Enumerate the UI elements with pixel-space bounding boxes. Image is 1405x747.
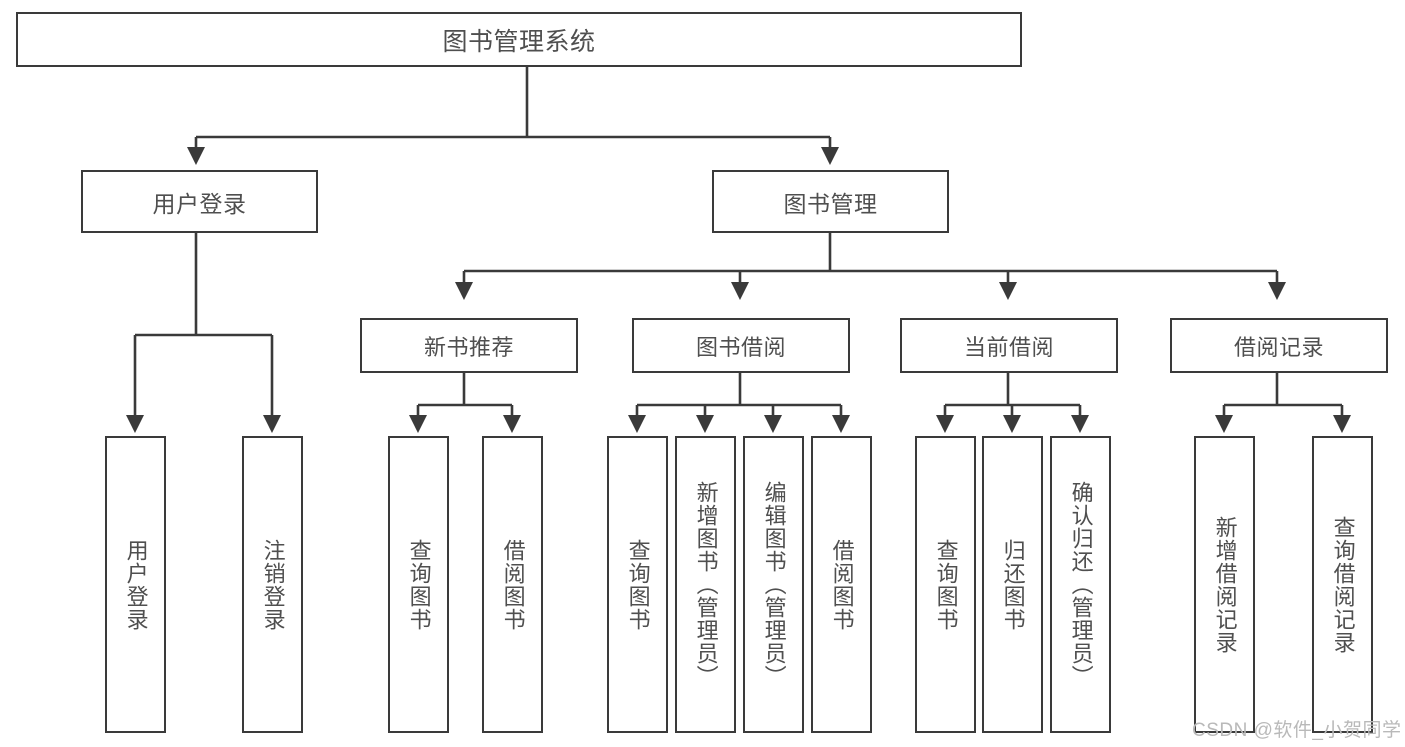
node-label: 图书管理系统 xyxy=(442,27,596,56)
leaf-label: 借阅图书 xyxy=(829,538,855,631)
leaf-current-confirm-return-admin[interactable]: 确认归还（管理员） xyxy=(1050,436,1111,733)
leaf-borrow-edit-book-admin[interactable]: 编辑图书（管理员） xyxy=(743,436,804,733)
node-borrow-record[interactable]: 借阅记录 xyxy=(1170,318,1388,373)
node-label: 图书管理 xyxy=(783,190,878,217)
leaf-record-query-record[interactable]: 查询借阅记录 xyxy=(1312,436,1373,733)
leaf-label: 借阅图书 xyxy=(500,538,526,631)
leaf-recommend-borrow-book[interactable]: 借阅图书 xyxy=(482,436,543,733)
leaf-user-login-logout[interactable]: 注销登录 xyxy=(242,436,303,733)
node-current-borrow[interactable]: 当前借阅 xyxy=(900,318,1118,373)
node-label: 用户登录 xyxy=(152,190,247,217)
node-label: 借阅记录 xyxy=(1233,334,1324,360)
node-book-borrow[interactable]: 图书借阅 xyxy=(632,318,850,373)
leaf-label: 用户登录 xyxy=(123,538,149,631)
node-label: 图书借阅 xyxy=(695,334,786,360)
leaf-borrow-query-book[interactable]: 查询图书 xyxy=(607,436,668,733)
leaf-record-add-record[interactable]: 新增借阅记录 xyxy=(1194,436,1255,733)
node-book-management[interactable]: 图书管理 xyxy=(712,170,949,233)
leaf-user-login-login[interactable]: 用户登录 xyxy=(105,436,166,733)
node-root-system[interactable]: 图书管理系统 xyxy=(16,12,1022,67)
leaf-label: 查询借阅记录 xyxy=(1330,515,1356,654)
leaf-label: 查询图书 xyxy=(933,538,959,631)
leaf-current-query-book[interactable]: 查询图书 xyxy=(915,436,976,733)
node-new-book-recommend[interactable]: 新书推荐 xyxy=(360,318,578,373)
watermark-text: CSDN @软件_小贺同学 xyxy=(1192,720,1402,741)
leaf-label: 查询图书 xyxy=(406,538,432,631)
node-label: 当前借阅 xyxy=(963,334,1054,360)
leaf-current-return-book[interactable]: 归还图书 xyxy=(982,436,1043,733)
leaf-label: 查询图书 xyxy=(625,538,651,631)
leaf-borrow-borrow-book[interactable]: 借阅图书 xyxy=(811,436,872,733)
leaf-label: 确认归还（管理员） xyxy=(1068,481,1094,688)
node-user-login[interactable]: 用户登录 xyxy=(81,170,318,233)
leaf-recommend-query-book[interactable]: 查询图书 xyxy=(388,436,449,733)
leaf-label: 新增图书（管理员） xyxy=(693,481,719,688)
leaf-label: 编辑图书（管理员） xyxy=(761,481,787,688)
leaf-label: 注销登录 xyxy=(260,538,286,631)
leaf-label: 归还图书 xyxy=(1000,538,1026,631)
node-label: 新书推荐 xyxy=(423,334,514,360)
leaf-label: 新增借阅记录 xyxy=(1212,515,1238,654)
leaf-borrow-add-book-admin[interactable]: 新增图书（管理员） xyxy=(675,436,736,733)
